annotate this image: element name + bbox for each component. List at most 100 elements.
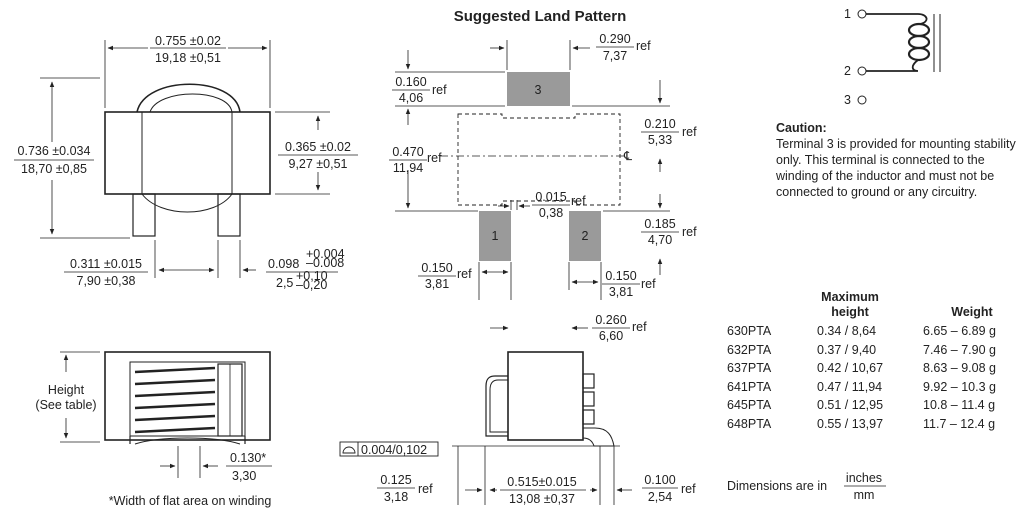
pad-gap-mm: 0,38 [539, 206, 563, 220]
pad3-height-in: 0.160 [395, 75, 426, 89]
end-lead-width-mm: 2,54 [648, 490, 672, 504]
units-note-text: Dimensions are in [727, 479, 827, 493]
caution-note: Caution: Terminal 3 is provided for moun… [776, 120, 1026, 200]
part-cell: 648PTA [727, 416, 772, 431]
part-cell: 632PTA [727, 342, 772, 357]
center-to-pad3-ref: ref [682, 125, 697, 139]
end-lead-width-ref: ref [681, 482, 696, 496]
body-height-in: 0.365 ±0.02 [285, 140, 351, 154]
overall-height-mm: 11,94 [393, 161, 423, 175]
lead-span-mm: 7,90 ±0,38 [77, 274, 136, 288]
top-lead-left [132, 193, 156, 237]
component-outline [457, 113, 621, 206]
caution-text: Terminal 3 is provided for mounting stab… [776, 137, 1016, 199]
pad3-height-mm: 4,06 [399, 91, 423, 105]
center-to-pad12-ref: ref [682, 225, 697, 239]
lead-width-in: 0.098 [268, 257, 299, 271]
pad-1 [479, 211, 511, 261]
terminal-1-label: 1 [844, 7, 851, 21]
units-note-mm: mm [854, 488, 875, 502]
pad-spacing-top-in: 0.290 [599, 32, 630, 46]
lead-width-in-minus: –0.008 [306, 256, 344, 270]
height-label-2: (See table) [35, 398, 96, 412]
terminal-3-circle [857, 95, 867, 105]
part-cell: 645PTA [727, 398, 772, 412]
part-cell: 637PTA [727, 361, 772, 375]
land-pattern-title: Suggested Land Pattern [454, 8, 627, 25]
header-max-height-line1: Maximum [821, 290, 879, 304]
units-note-inches: inches [846, 471, 882, 485]
flatness-box [339, 441, 439, 457]
lead-offset-mm: 3,18 [384, 490, 408, 504]
top-view-labels: 0.755 ±0.02 19,18 ±0,51 0.736 ±0.034 18,… [14, 34, 358, 292]
height-cell: 0.47 / 11,94 [817, 379, 883, 394]
table-row: 630PTA 0.34 / 8,64 6.65 – 6.89 g [727, 324, 1027, 342]
weight-cell: 8.63 – 9.08 g [923, 361, 996, 375]
pad1-width-mm: 3,81 [425, 277, 449, 291]
weight-cell: 10.8 – 11.4 g [923, 398, 996, 412]
footnote: *Width of flat area on winding [109, 494, 272, 508]
end-lead-span-in: 0.515±0.015 [507, 475, 576, 489]
overall-height-ref: ref [427, 151, 442, 165]
lead-width-mm-minus: –0,20 [296, 278, 327, 292]
top-height-mm: 18,70 ±0,85 [21, 162, 87, 176]
pad-outer-span-in: 0.260 [595, 313, 626, 327]
land-pattern-labels: 3 1 2 0.290 7,37 ref 0.160 4,06 ref 0.21… [389, 32, 697, 343]
lead-offset-ref: ref [418, 482, 433, 496]
schematic-labels: 1 2 3 [844, 7, 851, 107]
pad3-height-ref: ref [432, 83, 447, 97]
weight-cell: 6.65 – 6.89 g [923, 324, 996, 338]
top-width-in: 0.755 ±0.02 [155, 34, 221, 48]
flatness-icon [342, 446, 356, 454]
pad-gap-in: 0.015 [535, 190, 566, 204]
pad-1-label: 1 [492, 229, 499, 243]
weight-cell: 11.7 – 12.4 g [923, 416, 996, 431]
overall-height-in: 0.470 [392, 145, 423, 159]
pad-2 [569, 211, 601, 261]
header-max-height-line2: height [831, 305, 869, 319]
top-view [40, 40, 330, 278]
table-row: 632PTA 0.37 / 9,40 7.46 – 7.90 g [727, 343, 1027, 361]
terminal-3-label: 3 [844, 93, 851, 107]
height-cell: 0.37 / 9,40 [817, 342, 877, 357]
land-pattern [395, 40, 670, 331]
side-body [104, 351, 271, 441]
terminal-1-circle [857, 9, 867, 19]
side-view-labels: Height (See table) 0.130* 3,30 *Width of… [35, 383, 272, 508]
pad2-width-mm: 3,81 [609, 285, 633, 299]
top-lead-right [217, 193, 241, 237]
lead-width-mm-plus: +0,10 [296, 269, 328, 283]
pad2-width-ref: ref [641, 277, 656, 291]
pad2-width-in: 0.150 [605, 269, 636, 283]
lead-width-in-plus: +0.004 [306, 247, 345, 261]
height-cell: 0.34 / 8,64 [817, 324, 877, 338]
table-row: 648PTA 0.55 / 13,97 11.7 – 12.4 g [727, 417, 1027, 435]
inductor-schematic [857, 9, 941, 105]
top-height-in: 0.736 ±0.034 [18, 144, 91, 158]
part-cell: 630PTA [727, 324, 772, 338]
terminal-2-circle [857, 66, 867, 76]
top-width-mm: 19,18 ±0,51 [155, 51, 221, 65]
center-to-pad12-mm: 4,70 [648, 233, 672, 247]
pad1-width-ref: ref [457, 267, 472, 281]
end-view-labels: 0.004/0,102 0.125 3,18 ref 0.515±0.015 1… [361, 443, 696, 506]
weight-cell: 7.46 – 7.90 g [923, 342, 996, 357]
center-to-pad12-in: 0.185 [644, 217, 675, 231]
flat-width-in: 0.130* [230, 451, 266, 465]
lead-width-mm: 2,5 [276, 276, 293, 290]
flat-width-mm: 3,30 [232, 469, 256, 483]
height-cell: 0.55 / 13,97 [817, 416, 884, 431]
terminal-2-label: 2 [844, 64, 851, 78]
end-lead-width-in: 0.100 [644, 473, 675, 487]
pad-spacing-top-mm: 7,37 [603, 49, 627, 63]
end-lead-span-mm: 13,08 ±0,37 [509, 492, 575, 506]
caution-heading: Caution: [776, 121, 827, 135]
pad-spacing-top-ref: ref [636, 39, 651, 53]
lead-span-in: 0.311 ±0.015 [70, 257, 142, 271]
units-note: Dimensions are in inches mm [727, 471, 886, 502]
body-height-mm: 9,27 ±0,51 [289, 157, 348, 171]
